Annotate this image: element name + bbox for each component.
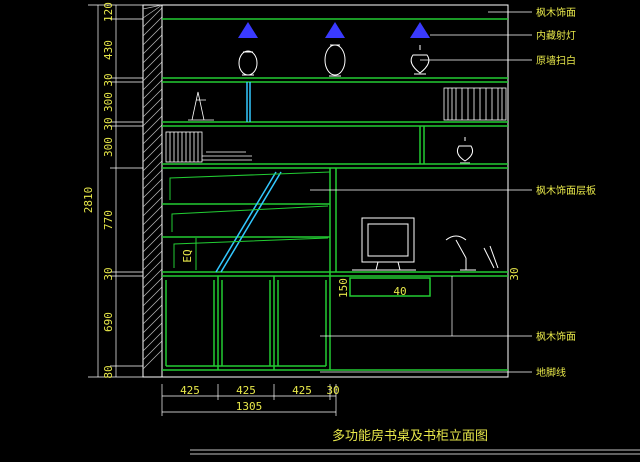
title-underline bbox=[190, 449, 640, 455]
drawing-title: 多功能房书桌及书柜立面图 bbox=[332, 428, 488, 444]
dim-label: 30 bbox=[102, 73, 115, 86]
dim-label: 1305 bbox=[236, 400, 263, 413]
hatch-line bbox=[142, 340, 163, 361]
hatch-line bbox=[142, 268, 163, 289]
callout-labels: 枫木饰面 内藏射灯 原墙扫白 枫木饰面层板 枫木饰面 地脚线 bbox=[536, 6, 596, 379]
callout-maple-veneer: 枫木饰面 bbox=[536, 6, 576, 19]
hatch-line bbox=[142, 142, 163, 163]
hatch-line bbox=[142, 277, 163, 298]
hatch-line bbox=[142, 88, 163, 109]
guide-lines bbox=[310, 11, 508, 373]
vertical-dimension bbox=[88, 4, 143, 378]
dim-label: 150 bbox=[337, 278, 350, 298]
vase-icon bbox=[238, 44, 473, 164]
dim-label: 120 bbox=[102, 2, 115, 22]
hatch-line bbox=[142, 259, 163, 280]
dim-label: EQ bbox=[181, 249, 194, 262]
cabinet-outline bbox=[161, 4, 509, 378]
hatch-line bbox=[142, 205, 163, 226]
dim-label: 770 bbox=[102, 210, 115, 230]
hatch-line bbox=[142, 7, 163, 28]
dim-label: 80 bbox=[102, 365, 115, 378]
dim-label: 300 bbox=[102, 137, 115, 157]
hatch-line bbox=[142, 250, 163, 271]
callout-maple-shelf: 枫木饰面层板 bbox=[536, 184, 596, 197]
hatch-line bbox=[142, 286, 163, 307]
hatch-line bbox=[142, 295, 163, 316]
hatch-line bbox=[142, 52, 163, 73]
books-icon bbox=[165, 87, 507, 163]
vertical-dim-labels: 2810 120 430 30 300 30 300 770 30 690 80 bbox=[82, 2, 115, 379]
shelf-lines bbox=[162, 77, 508, 371]
hatch-line bbox=[142, 160, 163, 181]
callout-maple-veneer-lower: 枫木饰面 bbox=[536, 330, 576, 343]
hatch-line bbox=[142, 169, 163, 190]
lamp-icon bbox=[445, 235, 499, 271]
hatch-line bbox=[142, 187, 163, 208]
dim-label: 425 bbox=[292, 384, 312, 397]
hatch-line bbox=[142, 313, 163, 334]
hatch-line bbox=[142, 133, 163, 154]
callout-leaders bbox=[508, 11, 532, 373]
hatch-line bbox=[142, 241, 163, 262]
hatch-line bbox=[142, 70, 163, 91]
hatch-line bbox=[142, 214, 163, 235]
hatch-line bbox=[142, 61, 163, 82]
dim-label: 690 bbox=[102, 312, 115, 332]
spotlight-icon bbox=[238, 22, 430, 38]
wall-hatch bbox=[142, 4, 163, 378]
callout-hidden-spotlight: 内藏射灯 bbox=[536, 29, 576, 42]
hatch-line bbox=[142, 178, 163, 199]
dim-label: 30 bbox=[326, 384, 339, 397]
hatch-line bbox=[142, 79, 163, 100]
callout-skirting: 地脚线 bbox=[536, 366, 566, 379]
hatch-line bbox=[142, 322, 163, 343]
hatch-line bbox=[142, 232, 163, 253]
hatch-line bbox=[142, 4, 163, 10]
hatch-line bbox=[142, 196, 163, 217]
hatch-line bbox=[142, 349, 163, 370]
dim-label: 30 bbox=[102, 117, 115, 130]
hatch-line bbox=[142, 124, 163, 145]
inner-dim-labels: EQ 150 40 30 bbox=[181, 249, 521, 298]
hatch-line bbox=[142, 331, 163, 352]
callout-white-wall: 原墙扫白 bbox=[536, 54, 576, 67]
dim-label: 2810 bbox=[82, 187, 95, 214]
hatch-line bbox=[142, 16, 163, 37]
hatch-line bbox=[142, 43, 163, 64]
dim-label: 425 bbox=[236, 384, 256, 397]
dim-label: 30 bbox=[508, 267, 521, 280]
dim-label: 300 bbox=[102, 92, 115, 112]
hatch-line bbox=[142, 304, 163, 325]
hatch-line bbox=[142, 25, 163, 46]
dim-label: 425 bbox=[180, 384, 200, 397]
hatch-line bbox=[142, 34, 163, 55]
horizontal-dimension bbox=[161, 384, 337, 416]
dim-label: 40 bbox=[393, 285, 406, 298]
dim-label: 30 bbox=[102, 267, 115, 280]
hatch-line bbox=[142, 97, 163, 118]
hatch-line bbox=[142, 106, 163, 127]
hatch-line bbox=[142, 115, 163, 136]
hatch-line bbox=[142, 151, 163, 172]
glass-support bbox=[215, 82, 282, 273]
hatch-line bbox=[142, 223, 163, 244]
horizontal-dim-labels: 425 425 425 30 1305 bbox=[180, 384, 340, 413]
monitor-icon bbox=[352, 217, 416, 271]
sloped-shelf bbox=[169, 171, 331, 270]
hatch-line bbox=[142, 4, 163, 19]
dim-label: 430 bbox=[102, 40, 115, 60]
